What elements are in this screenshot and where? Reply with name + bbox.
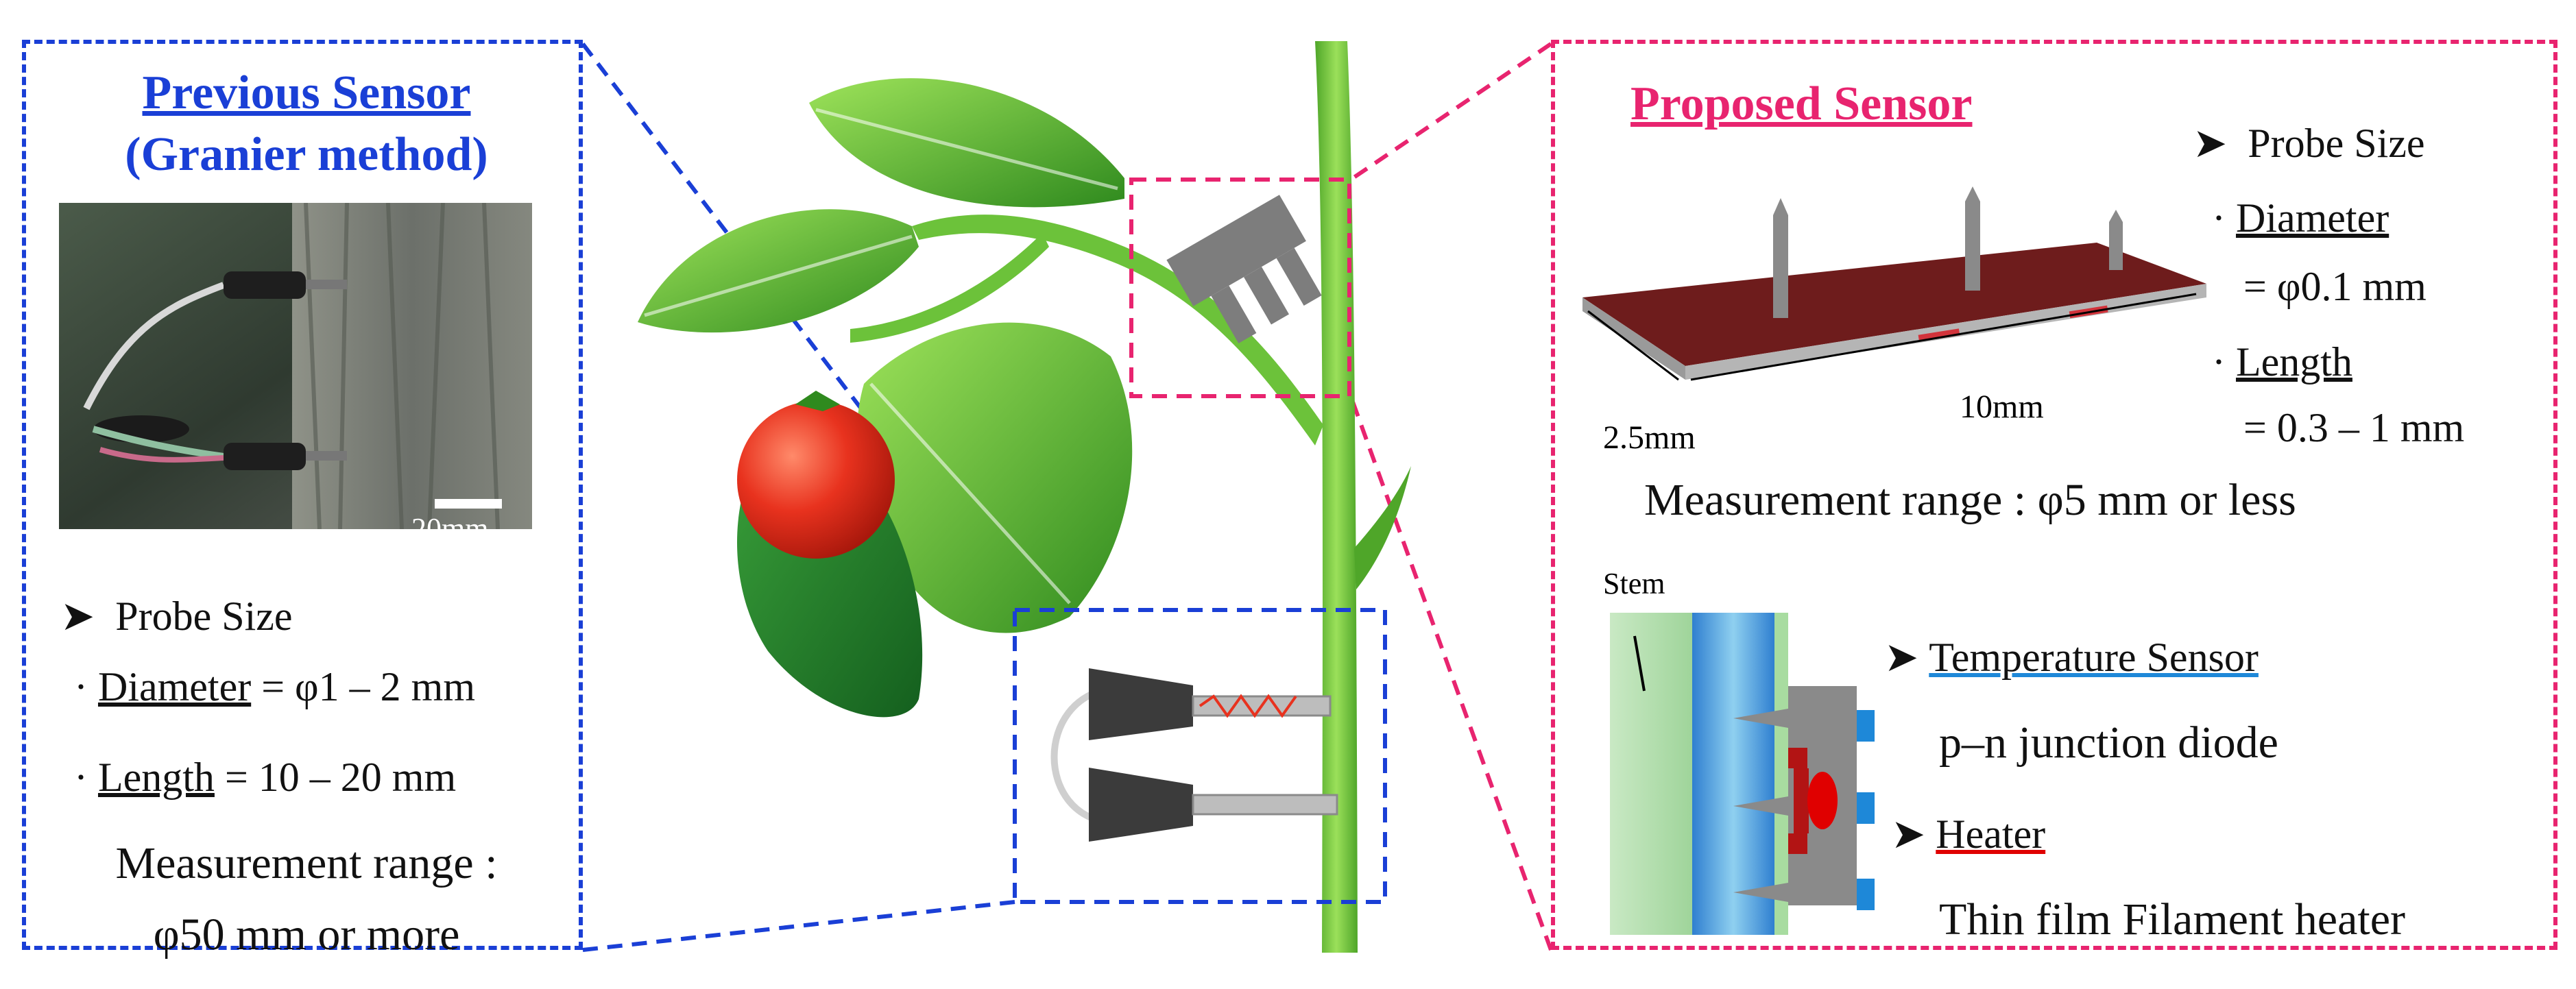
- right-diameter-label: · Diameter: [2212, 195, 2390, 241]
- right-diameter-value: = φ0.1 mm: [2243, 264, 2427, 309]
- leaf-top: [809, 78, 1124, 208]
- right-probe-size-heading: ➤ Probe Size: [2193, 121, 2425, 166]
- left-range-line2: φ50 mm or more: [153, 909, 460, 960]
- sensor-board-3d: 2.5mm 10mm: [1582, 186, 2206, 456]
- left-diameter-line: · Diameter = φ1 – 2 mm: [74, 664, 476, 709]
- stem-cross-section: Stem: [1603, 567, 1875, 935]
- stem-label: Stem: [1603, 567, 1665, 600]
- right-length-value: = 0.3 – 1 mm: [2243, 405, 2465, 450]
- left-range-line1: Measurement range :: [115, 838, 498, 888]
- tomato: [737, 401, 895, 559]
- leaf-left: [638, 209, 919, 333]
- previous-sensor-subtitle: (Granier method): [125, 128, 488, 181]
- proposed-sensor-icon: [1166, 195, 1322, 344]
- branch-twig: [850, 233, 1049, 343]
- dim-width-label: 2.5mm: [1603, 419, 1696, 456]
- temperature-sensor-desc: p–n junction diode: [1939, 718, 2278, 768]
- temperature-sensor-heading: ➤ Temperature Sensor: [1884, 635, 2259, 680]
- left-probe-size-heading: ➤ Probe Size: [60, 594, 293, 639]
- heater-heading: ➤ Heater: [1891, 811, 2046, 857]
- arrowhead-bullet-icon: ➤: [60, 594, 95, 639]
- heater-desc: Thin film Filament heater: [1939, 894, 2405, 944]
- right-callout-line-top: [1349, 42, 1552, 182]
- previous-sensor-location-box: [1013, 608, 1387, 904]
- granier-sensor-photo: 20mm: [59, 203, 532, 529]
- right-range-line: Measurement range : φ5 mm or less: [1644, 475, 2296, 525]
- scale-bar: [435, 499, 502, 509]
- leaf-center: [857, 322, 1133, 633]
- dim-length-label: 10mm: [1960, 389, 2044, 425]
- left-length-line: · Length = 10 – 20 mm: [74, 755, 457, 800]
- previous-sensor-title: Previous Sensor: [142, 66, 471, 119]
- photo-scale-label: 20mm: [411, 512, 488, 529]
- proposed-sensor-panel: Proposed Sensor 2.5mm 10mm ➤ Probe Size …: [1551, 40, 2557, 950]
- right-length-label: · Length: [2212, 339, 2352, 384]
- proposed-sensor-title: Proposed Sensor: [1630, 77, 1973, 130]
- side-leaf-small: [1354, 466, 1411, 589]
- arrowhead-bullet-icon: ➤: [1884, 635, 1919, 680]
- proposed-sensor-location-box: [1129, 178, 1351, 398]
- granier-probes-icon: [1050, 668, 1338, 842]
- arrowhead-bullet-icon: ➤: [1891, 811, 1926, 857]
- previous-sensor-panel: Previous Sensor (Granier method) 20mm ➤ …: [22, 40, 583, 960]
- left-callout-line-bottom: [582, 900, 1015, 952]
- arrowhead-bullet-icon: ➤: [2193, 121, 2228, 166]
- main-stem: [1315, 41, 1358, 953]
- right-callout-line-bottom: [1349, 395, 1553, 951]
